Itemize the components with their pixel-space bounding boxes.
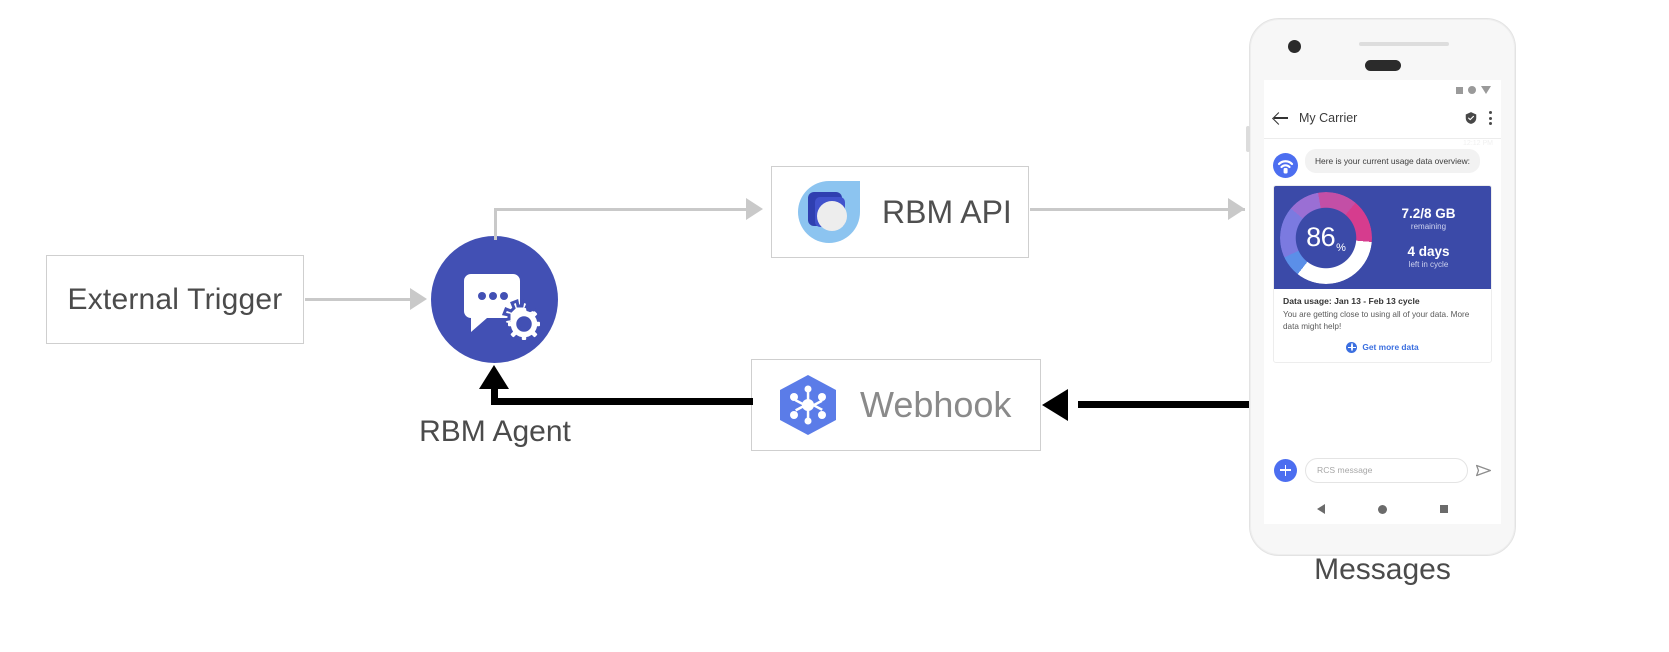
webhook-label: Webhook <box>860 384 1012 425</box>
edge-webhook-to-agent-horizontal <box>491 398 753 405</box>
arrowhead-agent-to-api <box>746 198 763 220</box>
stat-label: remaining <box>1410 222 1447 231</box>
speaker-grille <box>1359 42 1449 46</box>
stat-value: 4 days <box>1407 244 1450 259</box>
node-external-trigger[interactable]: External Trigger <box>46 255 304 344</box>
phone-screen: My Carrier 12:12 PM <box>1264 80 1501 524</box>
earpiece <box>1365 60 1401 71</box>
carrier-signal-icon <box>1273 153 1298 178</box>
front-camera-icon <box>1288 40 1301 53</box>
arrowhead-api-to-messages <box>1228 198 1245 220</box>
circle-icon <box>1468 86 1476 94</box>
chat-gear-icon <box>464 274 540 340</box>
data-usage-card[interactable]: 86 % 7.2/8 GB remaining 4 days lef <box>1273 185 1492 363</box>
card-title: Data usage: Jan 13 - Feb 13 cycle <box>1283 296 1420 306</box>
shield-check-icon[interactable] <box>1464 111 1478 125</box>
kebab-menu-icon[interactable] <box>1488 111 1492 125</box>
globe-icon <box>1346 341 1358 353</box>
stat-days-left: 4 days left in cycle <box>1407 244 1449 269</box>
card-hero: 86 % 7.2/8 GB remaining 4 days lef <box>1274 186 1491 289</box>
phone-side-button[interactable] <box>1246 126 1250 152</box>
edge-agent-to-api-horizontal <box>494 208 746 211</box>
node-rbm-agent[interactable] <box>431 236 558 363</box>
back-arrow-icon[interactable] <box>1273 110 1289 126</box>
edge-webhook-to-agent-vertical <box>491 388 498 402</box>
message-bubble: Here is your current usage data overview… <box>1305 149 1481 174</box>
message-row: Here is your current usage data overview… <box>1273 149 1492 178</box>
edge-agent-to-api-vertical <box>494 208 497 240</box>
node-rbm-api[interactable]: RBM API <box>771 166 1029 258</box>
edge-trigger-to-agent <box>305 298 410 301</box>
conversation: Here is your current usage data overview… <box>1264 139 1501 363</box>
phone-mockup: My Carrier 12:12 PM <box>1246 18 1516 556</box>
webhook-hexagon-icon <box>780 375 836 435</box>
stat-value: 7.2/8 GB <box>1401 206 1456 221</box>
stat-label: left in cycle <box>1408 260 1449 269</box>
node-webhook[interactable]: Webhook <box>751 359 1041 451</box>
app-bar-title: My Carrier <box>1299 111 1358 125</box>
square-icon <box>1456 86 1463 94</box>
message-composer: RCS message <box>1264 450 1501 490</box>
nav-back-icon[interactable] <box>1316 504 1325 514</box>
triangle-down-icon <box>1481 86 1491 94</box>
rbm-api-icon <box>798 181 860 243</box>
stat-data-remaining: 7.2/8 GB remaining <box>1401 206 1455 231</box>
rcs-message-input[interactable]: RCS message <box>1305 457 1468 483</box>
edge-api-to-messages <box>1030 208 1245 211</box>
get-more-data-button[interactable]: Get more data <box>1283 341 1482 353</box>
send-icon[interactable] <box>1476 464 1491 477</box>
card-body: Data usage: Jan 13 - Feb 13 cycle You ar… <box>1274 289 1491 362</box>
arrowhead-webhook-to-agent <box>479 365 509 389</box>
message-timestamp: 12:12 PM <box>1463 140 1493 147</box>
messages-label: Messages <box>1314 553 1451 586</box>
rbm-api-label: RBM API <box>882 193 1012 230</box>
plus-icon[interactable] <box>1274 458 1297 482</box>
status-bar <box>1264 80 1501 98</box>
arrowhead-trigger-to-agent <box>410 288 427 310</box>
android-nav-bar <box>1264 494 1501 524</box>
card-description: You are getting close to using all of yo… <box>1283 310 1470 332</box>
nav-recent-icon[interactable] <box>1440 505 1449 513</box>
edge-messages-to-webhook <box>1078 401 1253 408</box>
nav-home-icon[interactable] <box>1377 504 1387 514</box>
arrowhead-messages-to-webhook <box>1042 389 1068 421</box>
usage-donut-chart: 86 % <box>1280 191 1372 284</box>
donut-value: 86 <box>1306 222 1336 252</box>
rbm-agent-label: RBM Agent <box>419 415 571 448</box>
donut-unit: % <box>1336 241 1346 254</box>
get-more-data-label: Get more data <box>1362 342 1419 353</box>
app-bar: My Carrier 12:12 PM <box>1264 98 1501 147</box>
card-stats: 7.2/8 GB remaining 4 days left in cycle <box>1372 206 1485 269</box>
external-trigger-label: External Trigger <box>67 282 283 316</box>
